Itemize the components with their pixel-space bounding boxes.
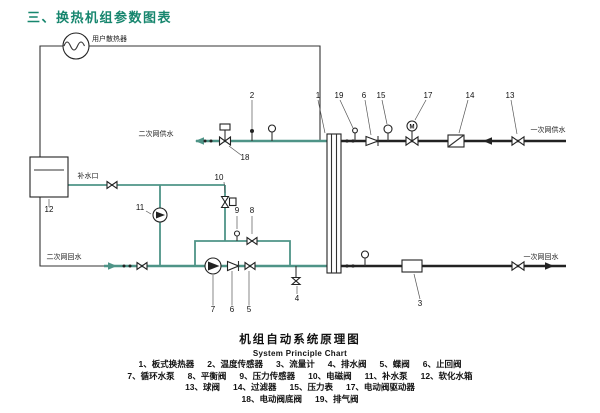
legend-item: 18、电动阀底阀 [241,393,302,404]
callout-8: 8 [250,206,255,215]
legend-row: 1、板式换热器 2、温度传感器 3、流量计 4、排水阀 5、蝶阀 6、止回阀 [0,359,600,371]
legend-item: 15、压力表 [289,382,333,392]
legend-item: 19、排气阀 [315,393,359,404]
legend-item: 3、流量计 [276,359,315,369]
legend-row: 13、球阀 14、过滤器 15、压力表 17、电动阀驱动器 [0,382,600,394]
legend-row: 7、循环水泵 8、平衡阀 9、压力传感器 10、电磁阀 11、补水泵 12、软化水箱 [0,371,600,383]
legend-item: 6、止回阀 [422,359,462,369]
legend-item: 5、蝶阀 [379,359,410,369]
radiator-label: 用户散热器 [92,34,127,43]
temperature-sensor-icon [250,129,254,141]
callout-7: 7 [211,305,216,314]
pipes [39,45,566,268]
flow-meter-icon [401,259,423,273]
callout-12: 12 [45,205,54,214]
electric-valve-icon [218,123,232,147]
callout-14: 14 [466,91,475,100]
caption-zh: 机组自动系统原理图 [239,334,361,346]
callout-3: 3 [418,299,423,308]
legend-item: 13、球阀 [185,382,221,392]
legend-row: 18、电动阀底阀 19、排气阀 [0,394,600,406]
diagram-labels: 用户散热器 二次网供水 二次网回水 一次网供水 一次网回水 补水口 [47,34,566,261]
radiator-icon [62,32,90,60]
balance-valve-icon [246,236,258,246]
legend-item: 4、排水阀 [327,359,367,369]
callout-10: 10 [215,173,224,182]
heat-exchanger-icon [326,133,342,274]
makeup-port-label: 补水口 [78,171,99,180]
callout-6-bottom: 6 [230,305,235,314]
shutoff-valve-icon [244,261,256,271]
check-valve-top-icon [365,135,380,147]
motor-label: M [410,125,415,131]
flow-arrows [108,137,554,270]
callout-17: 17 [424,91,433,100]
callout-13: 13 [506,91,515,100]
legend-item: 8、平衡阀 [187,370,227,381]
caption-en: System Principle Chart [252,349,348,358]
callout-leaders [48,99,518,306]
caption: 机组自动系统原理图 System Principle Chart [0,331,600,358]
flange-dots [122,139,355,268]
callout-11: 11 [136,203,145,212]
page-title: 三、换热机组参数图表 [27,10,173,25]
callout-9: 9 [235,206,240,215]
primary-return-label: 一次网回水 [524,252,559,261]
callout-5: 5 [247,305,252,314]
legend-item: 17、电动阀驱动器 [345,382,415,392]
ball-valve-bottom-icon [511,260,525,272]
callout-6-top: 6 [362,91,367,100]
ball-valve-top-icon [511,135,525,147]
motorized-valve-icon: M [405,120,419,147]
callout-4: 4 [295,294,300,303]
legend-item: 11、补水泵 [364,370,408,381]
secondary-supply-label: 二次网供水 [139,129,174,138]
callout-1: 1 [316,91,321,100]
callout-18: 18 [241,153,250,162]
legend-item: 12、软化水箱 [420,370,473,381]
legend-item: 14、过滤器 [233,382,277,392]
return-gauge-icon [360,250,370,266]
makeup-pump-icon [152,207,168,223]
circulation-pump-icon [204,257,222,275]
system-diagram: M [29,32,566,314]
callout-numbers: 2 1 19 6 15 17 14 13 18 10 11 9 8 12 7 6… [45,91,515,314]
check-valve-bottom-icon [226,260,240,272]
legend-item: 1、板式换热器 [138,359,195,369]
legend-item: 9、压力传感器 [239,370,296,381]
solenoid-valve-icon [220,195,237,209]
callout-2: 2 [250,91,255,100]
primary-supply-label: 一次网供水 [531,125,566,134]
legend-item: 2、温度传感器 [207,359,264,369]
pressure-gauge-icon [383,124,393,141]
legend-item: 7、循环水泵 [127,370,175,381]
supply-gauge-icon [267,124,277,141]
callout-19: 19 [335,91,344,100]
secondary-return-label: 二次网回水 [47,252,82,261]
legend-item: 10、电磁阀 [308,370,352,381]
pressure-sensor-icon [233,230,241,241]
butterfly-valve-icon [136,261,148,271]
callout-15: 15 [377,91,386,100]
filter-icon [447,134,465,148]
legend: 1、板式换热器 2、温度传感器 3、流量计 4、排水阀 5、蝶阀 6、止回阀 7、循环水泵 8… [0,359,600,405]
makeup-tank-icon [29,156,69,198]
air-vent-icon [352,127,358,141]
makeup-valve-icon [106,180,118,190]
drain-valve-icon [290,266,302,286]
